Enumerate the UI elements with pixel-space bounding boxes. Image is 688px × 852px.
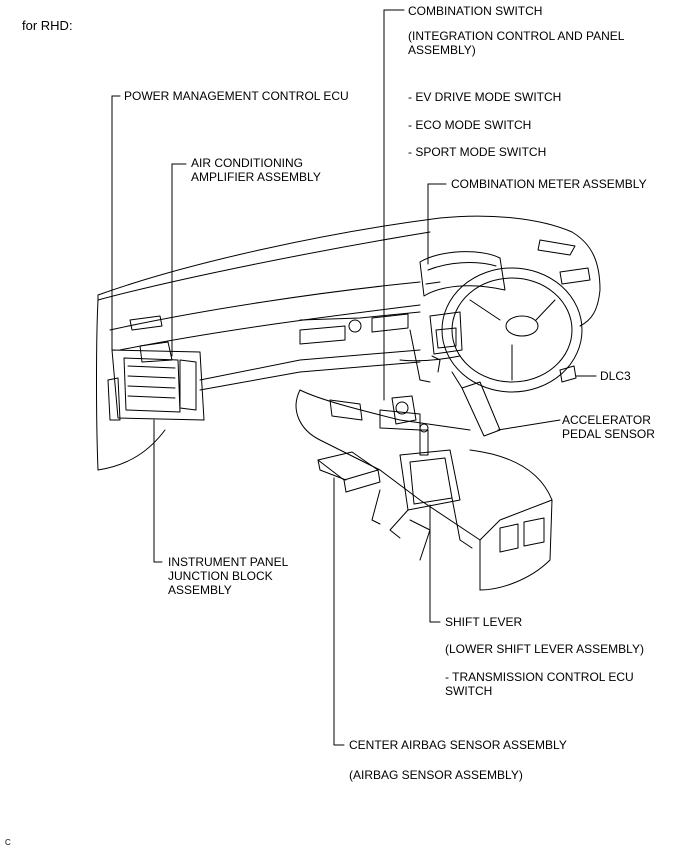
steering-wheel	[441, 267, 583, 393]
leader-lines	[111, 9, 597, 746]
page-title: for RHD:	[22, 18, 73, 33]
label-combination-meter: COMBINATION METER ASSEMBLY	[451, 177, 647, 191]
label-combination-switch: COMBINATION SWITCH	[408, 4, 543, 18]
label-ipjb-2: JUNCTION BLOCK	[168, 569, 273, 583]
label-air-conditioning-1: AIR CONDITIONING	[191, 156, 304, 170]
footer-code: C	[5, 838, 11, 847]
label-tcu-2: SWITCH	[445, 684, 493, 698]
dlc3-connector	[559, 365, 577, 383]
label-shift-lever: SHIFT LEVER	[445, 615, 523, 629]
label-center-airbag-sub: (AIRBAG SENSOR ASSEMBLY)	[349, 768, 523, 782]
accelerator-pedal	[451, 371, 501, 437]
shift-lever-assembly	[371, 423, 473, 549]
label-accelerator-2: PEDAL SENSOR	[562, 427, 655, 441]
label-dlc3: DLC3	[600, 369, 631, 383]
label-air-conditioning-2: AMPLIFIER ASSEMBLY	[191, 170, 321, 184]
label-sport-mode-switch: - SPORT MODE SWITCH	[408, 145, 547, 159]
label-shift-lever-sub: (LOWER SHIFT LEVER ASSEMBLY)	[445, 642, 644, 656]
left-ecu-cluster	[107, 341, 421, 421]
center-console	[295, 389, 553, 591]
dashboard-outline	[96, 215, 601, 471]
label-combination-switch-sub1: (INTEGRATION CONTROL AND PANEL	[408, 29, 625, 43]
steering-column	[429, 311, 463, 373]
combination-meter	[419, 251, 506, 297]
label-combination-switch-sub2: ASSEMBLY)	[408, 43, 476, 57]
airbag-sensor	[317, 451, 381, 493]
label-accelerator-1: ACCELERATOR	[562, 413, 651, 427]
label-ipjb-1: INSTRUMENT PANEL	[168, 555, 289, 569]
label-tcu-1: - TRANSMISSION CONTROL ECU	[445, 670, 634, 684]
label-ipjb-3: ASSEMBLY	[168, 583, 232, 597]
label-center-airbag: CENTER AIRBAG SENSOR ASSEMBLY	[349, 738, 567, 752]
label-power-management-ecu: POWER MANAGEMENT CONTROL ECU	[124, 89, 349, 103]
label-ev-drive-mode-switch: - EV DRIVE MODE SWITCH	[408, 90, 562, 104]
label-eco-mode-switch: - ECO MODE SWITCH	[408, 118, 532, 132]
